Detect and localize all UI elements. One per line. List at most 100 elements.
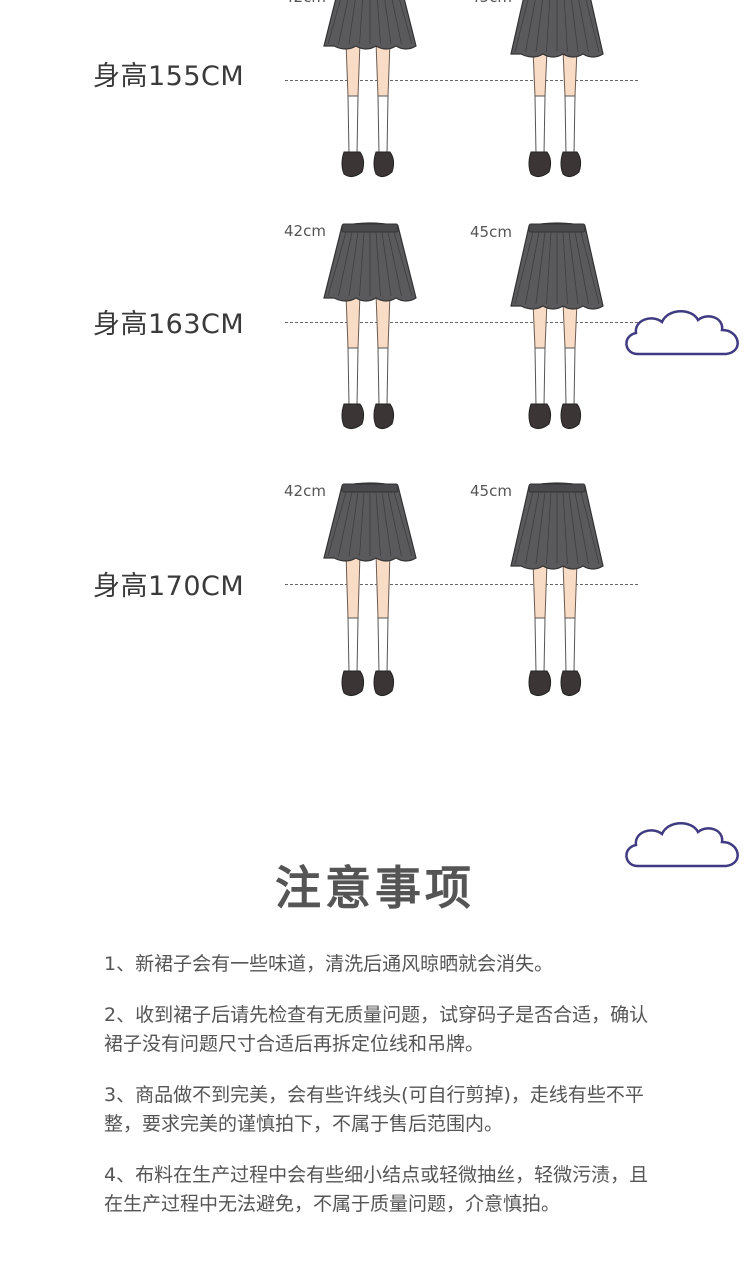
pleat-line [399, 0, 413, 45]
pleat-line [393, 231, 413, 297]
size-row-163: 42cm 45cm 身高163CM [0, 222, 750, 452]
pleat-line [546, 491, 552, 565]
figure-group [510, 222, 604, 430]
sock [564, 347, 576, 407]
notice-title: 注意事项 [275, 861, 475, 915]
pleat-line [327, 0, 341, 45]
pleat-line [525, 231, 540, 305]
leg [532, 561, 548, 619]
leg [345, 41, 361, 97]
cloud-decoration [625, 310, 739, 356]
skirt-figure-42cm-155 [323, 0, 417, 178]
pleat-line [375, 231, 381, 297]
pleat-line [359, 231, 365, 297]
height-label: 身高155CM [93, 61, 245, 92]
skirt-figure-45cm-170 [510, 482, 604, 697]
pleat-line [359, 491, 365, 557]
shoe [341, 151, 365, 178]
skirt-length-label-45: 45cm [470, 223, 512, 241]
skirt-length-label-45: 45cm [470, 482, 512, 500]
shoe [373, 151, 395, 178]
pleat-line [546, 0, 551, 53]
waistband [528, 223, 586, 233]
pleat-line [562, 491, 568, 565]
pleat-line [327, 491, 347, 557]
skirt-length-label-42: 42cm [284, 482, 326, 500]
size-row-155: 42cm 45cm 身高155CM [0, 0, 750, 218]
pleat-line [546, 231, 552, 305]
skirt-length-label-42: 42cm [284, 222, 326, 240]
shoe [373, 403, 395, 430]
pleat-line [377, 0, 381, 45]
skirt-length-label-42: 42cm [284, 0, 326, 6]
pleat-line [585, 0, 600, 53]
pleat-line [387, 231, 402, 297]
notice-item-2: 2、收到裙子后请先检查有无质量问题，试穿码子是否合适，确认裙子没有问题尺寸合适后… [104, 1004, 649, 1055]
notice-list: 1、新裙子会有一些味道，清洗后通风晾晒就会消失。 2、收到裙子后请先检查有无质量… [104, 950, 664, 1241]
cloud-decoration [625, 822, 739, 868]
pleat-line [525, 491, 540, 565]
leg [562, 561, 578, 619]
pleat-line [580, 491, 600, 565]
pleat-line [348, 0, 356, 45]
pleat-line [387, 491, 402, 557]
figure-group [323, 222, 417, 430]
waistband [528, 483, 586, 493]
skirt-figure-45cm-155 [510, 0, 604, 178]
sock [564, 95, 576, 155]
skirt-figure-45cm-163 [510, 222, 604, 430]
pleat-line [381, 491, 392, 557]
sock [347, 617, 359, 674]
figure-group [510, 0, 604, 178]
pleat-line [580, 231, 600, 305]
pleat-line [578, 0, 589, 53]
pleat-line [391, 0, 402, 45]
pleat-line [348, 231, 359, 297]
notice-item-1: 1、新裙子会有一些味道，清洗后通风晾晒就会消失。 [104, 953, 554, 975]
pleat-line [568, 491, 579, 565]
pleat-line [338, 0, 349, 45]
shoe [528, 151, 552, 178]
height-label: 身高163CM [93, 309, 245, 340]
sock [377, 95, 389, 155]
pleat-line [348, 491, 359, 557]
pleat-line [375, 491, 381, 557]
skirt-length-label-45: 45cm [470, 0, 512, 6]
pleat-line [535, 491, 546, 565]
leg [375, 293, 391, 349]
pleat-line [393, 491, 413, 557]
pleat-line [563, 0, 568, 53]
pleat-line [327, 231, 347, 297]
notice-item-4: 4、布料在生产过程中会有些细小结点或轻微抽丝，轻微污渍，且在生产过程中无法避免，… [104, 1164, 649, 1215]
shoe [560, 403, 582, 430]
pleat-line [359, 0, 363, 45]
figure-group [323, 0, 417, 178]
sock [564, 617, 576, 674]
pleat-line [338, 491, 353, 557]
pleat-line [514, 491, 534, 565]
pleat-line [514, 0, 529, 53]
pleat-line [384, 0, 392, 45]
leg [345, 293, 361, 349]
sock [534, 347, 546, 407]
figure-group [510, 482, 604, 697]
pleat-line [571, 0, 579, 53]
shoe [560, 151, 582, 178]
shoe [341, 403, 365, 430]
waistband [341, 223, 399, 233]
pleat-line [381, 231, 392, 297]
leg [375, 41, 391, 97]
pleat-line [514, 231, 534, 305]
shoe [373, 670, 395, 697]
pleat-line [338, 231, 353, 297]
sock [534, 617, 546, 674]
pleat-line [525, 0, 536, 53]
sock [377, 617, 389, 674]
waistband [341, 483, 399, 493]
shoe [341, 670, 365, 697]
hem-guide-line [285, 80, 638, 81]
shoe [560, 670, 582, 697]
leg [345, 553, 361, 619]
figure-group [323, 482, 417, 697]
sock [534, 95, 546, 155]
